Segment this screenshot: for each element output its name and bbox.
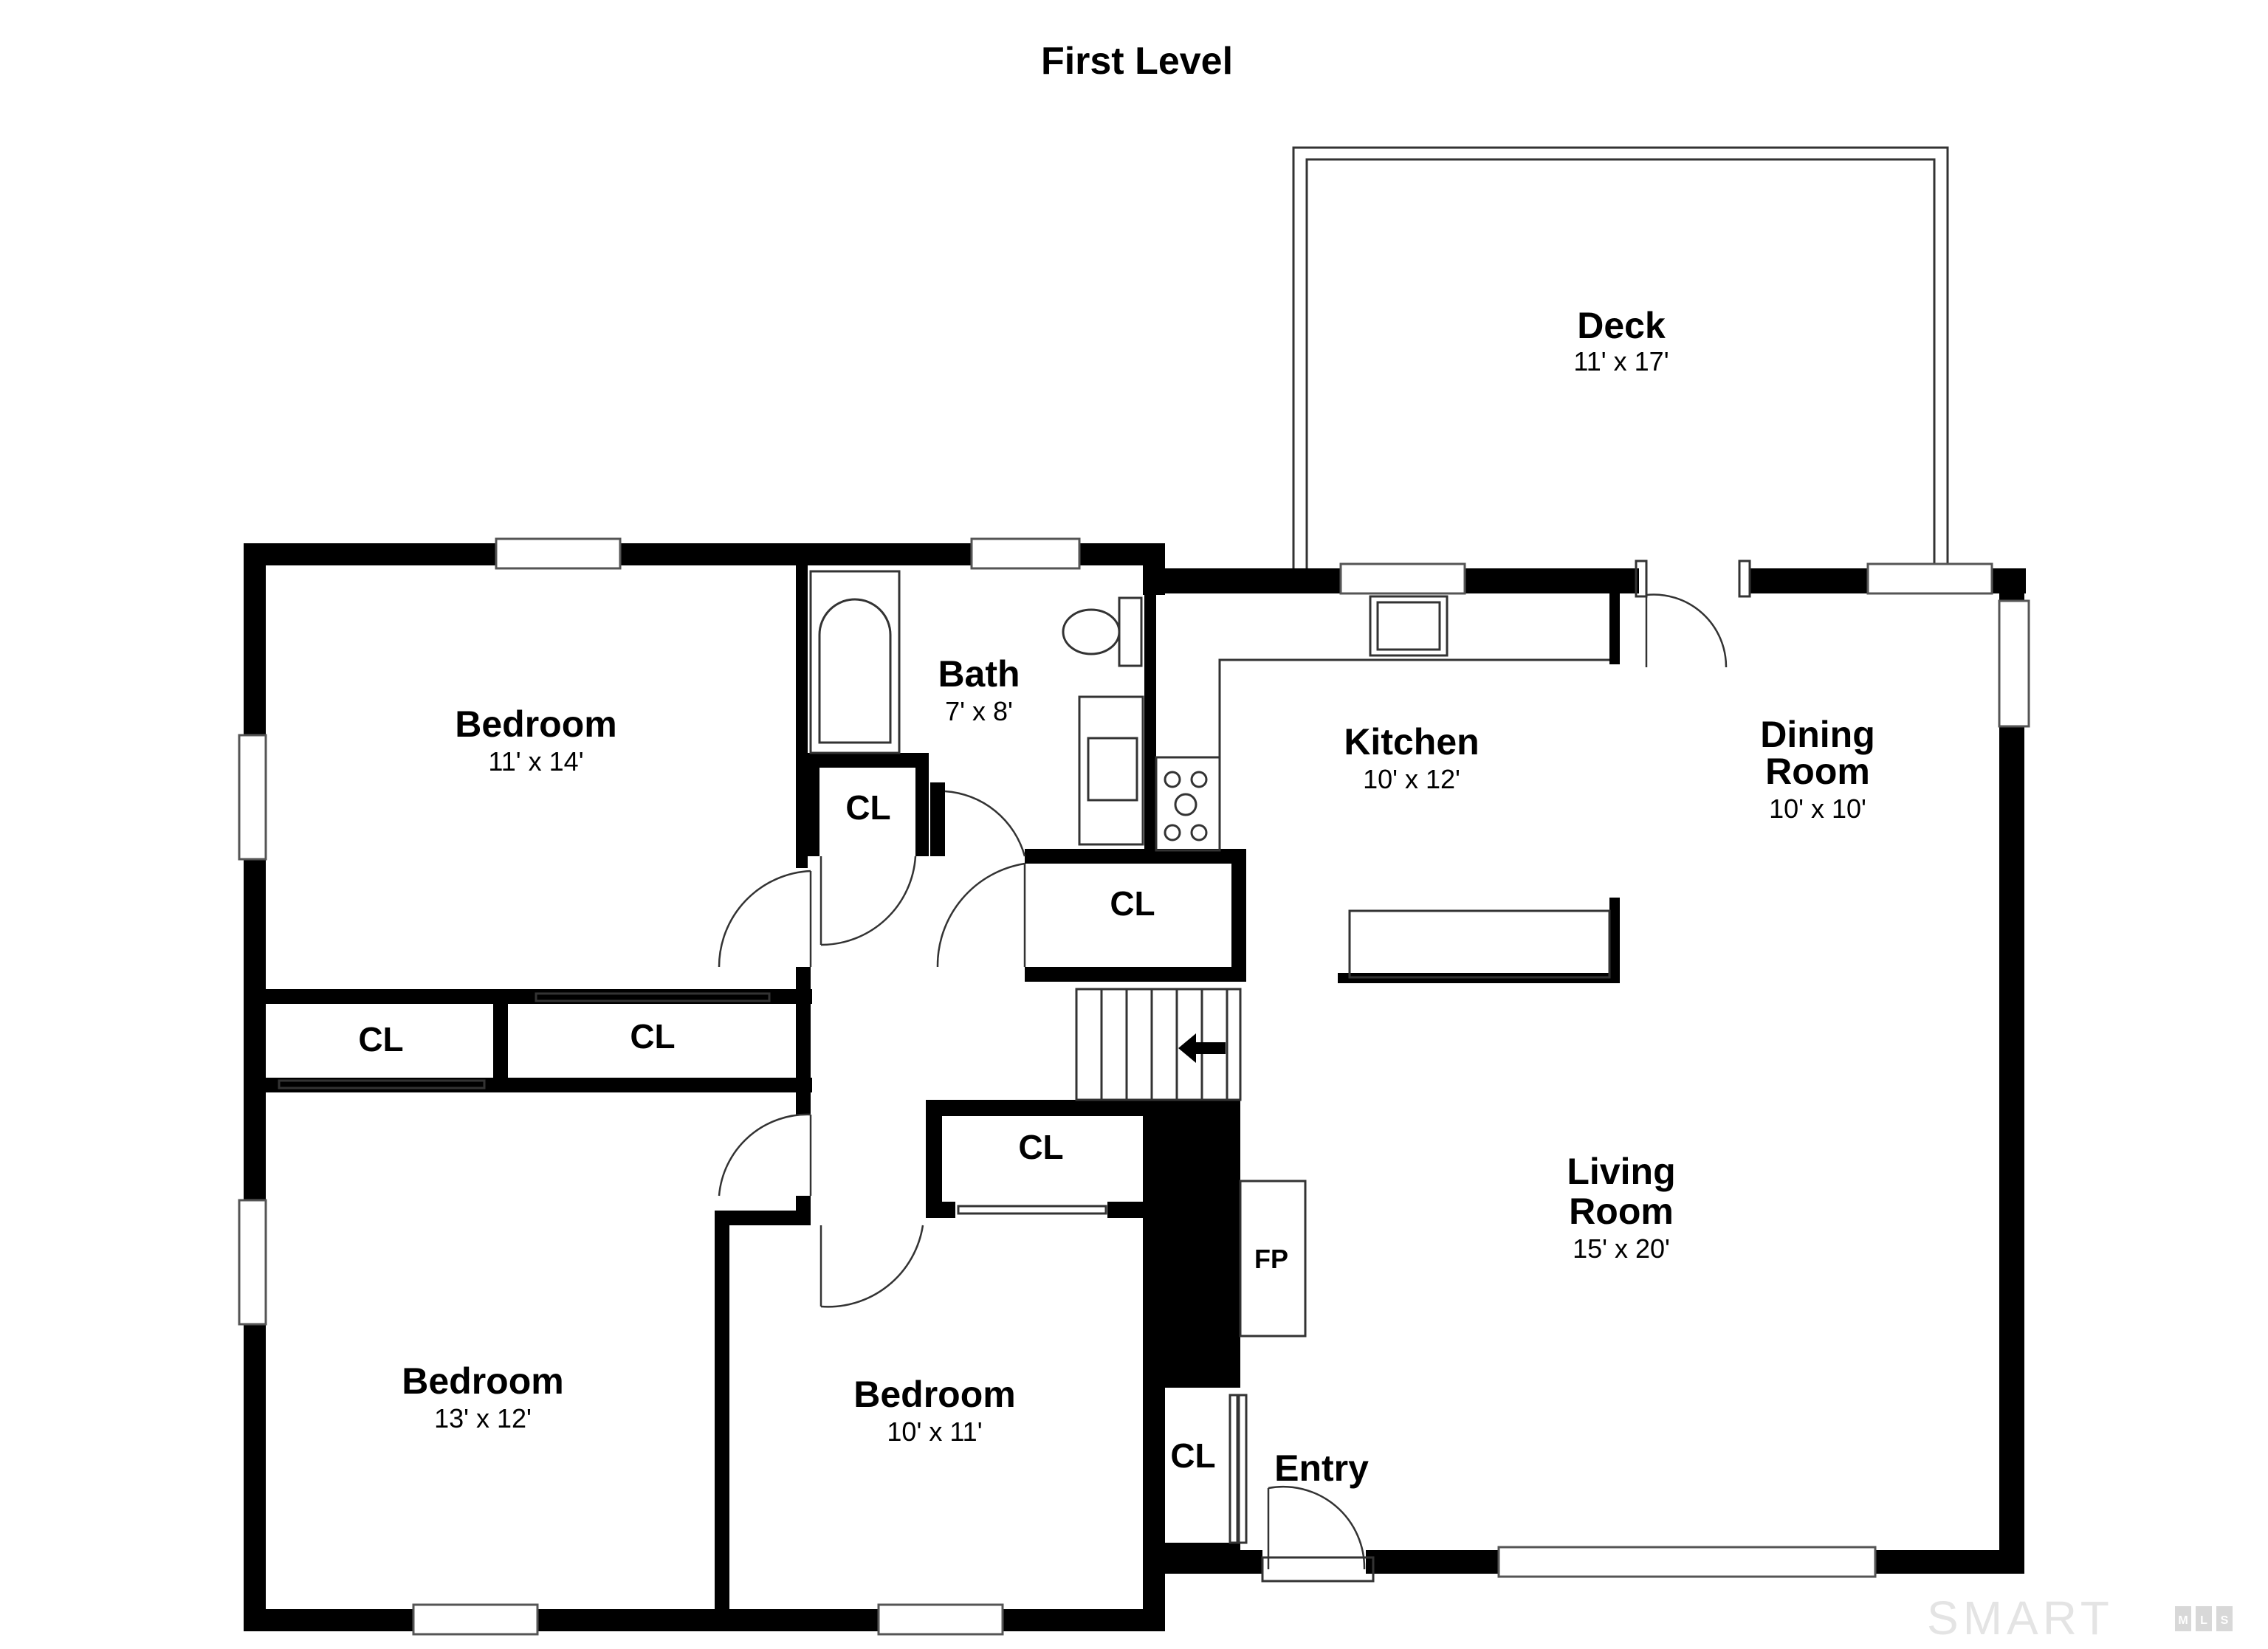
room-dims: 11' x 14' xyxy=(488,746,583,777)
window xyxy=(412,1603,539,1636)
closet-label: CL xyxy=(1110,884,1155,923)
room-name: Kitchen xyxy=(1344,721,1479,762)
room-dims: 10' x 12' xyxy=(1363,764,1460,794)
fireplace-label: FP xyxy=(1254,1244,1288,1274)
room-name: Living xyxy=(1567,1151,1675,1192)
room-dims: 7' x 8' xyxy=(945,696,1013,726)
window xyxy=(1339,562,1466,595)
room-dims: 10' x 10' xyxy=(1769,793,1866,824)
room-name: Bath xyxy=(938,653,1020,695)
room-name: Bedroom xyxy=(853,1374,1015,1415)
window xyxy=(1497,1546,1877,1578)
deck: Deck 11' x 17' xyxy=(1292,146,1949,583)
window xyxy=(970,537,1081,570)
windows xyxy=(238,537,2030,1636)
room-name: Room xyxy=(1569,1191,1674,1232)
room-name: Bedroom xyxy=(402,1360,563,1402)
sink-icon xyxy=(1078,695,1144,846)
hearth xyxy=(1239,1180,1307,1338)
arrow-left-icon xyxy=(1178,1033,1226,1063)
room-name: Room xyxy=(1765,751,1870,792)
logo-badge: S xyxy=(2221,1614,2229,1627)
toilet-icon xyxy=(1118,596,1143,667)
deck-dims: 11' x 17' xyxy=(1573,346,1669,376)
window xyxy=(495,537,622,570)
labels: Bath 7' x 8' Bedroom 11' x 14' Kitchen 1… xyxy=(358,653,1874,1489)
fixtures xyxy=(809,570,1611,1338)
window xyxy=(1866,562,1993,595)
closet-label: CL xyxy=(1018,1128,1063,1166)
room-dims: 13' x 12' xyxy=(434,1403,532,1433)
window xyxy=(238,1199,267,1326)
room-name: Entry xyxy=(1274,1447,1369,1489)
bathtub-icon xyxy=(809,570,901,754)
room-name: Bedroom xyxy=(455,703,616,745)
room-dims: 10' x 11' xyxy=(887,1416,982,1447)
window xyxy=(1998,599,2030,728)
closet-label: CL xyxy=(630,1017,675,1056)
closet-label: CL xyxy=(358,1020,403,1058)
closet-label: CL xyxy=(1170,1436,1215,1475)
window xyxy=(877,1603,1004,1636)
deck-door xyxy=(1645,593,1728,668)
deck-name: Deck xyxy=(1577,305,1666,346)
room-name: Dining xyxy=(1760,714,1875,755)
stairs xyxy=(1075,988,1242,1101)
room-dims: 15' x 20' xyxy=(1573,1233,1670,1264)
window xyxy=(238,734,267,861)
logo-text: SMART xyxy=(1927,1591,2114,1645)
smart-mls-logo: SMART M L S xyxy=(1927,1591,2233,1645)
logo-badge: L xyxy=(2200,1614,2207,1627)
kitchen-sink-icon xyxy=(1369,595,1449,657)
plan-title: First Level xyxy=(1041,40,1233,83)
logo-badge: M xyxy=(2178,1614,2188,1627)
exterior-walls xyxy=(244,543,2026,1631)
closet-label: CL xyxy=(845,788,890,827)
doors xyxy=(278,560,1751,1583)
